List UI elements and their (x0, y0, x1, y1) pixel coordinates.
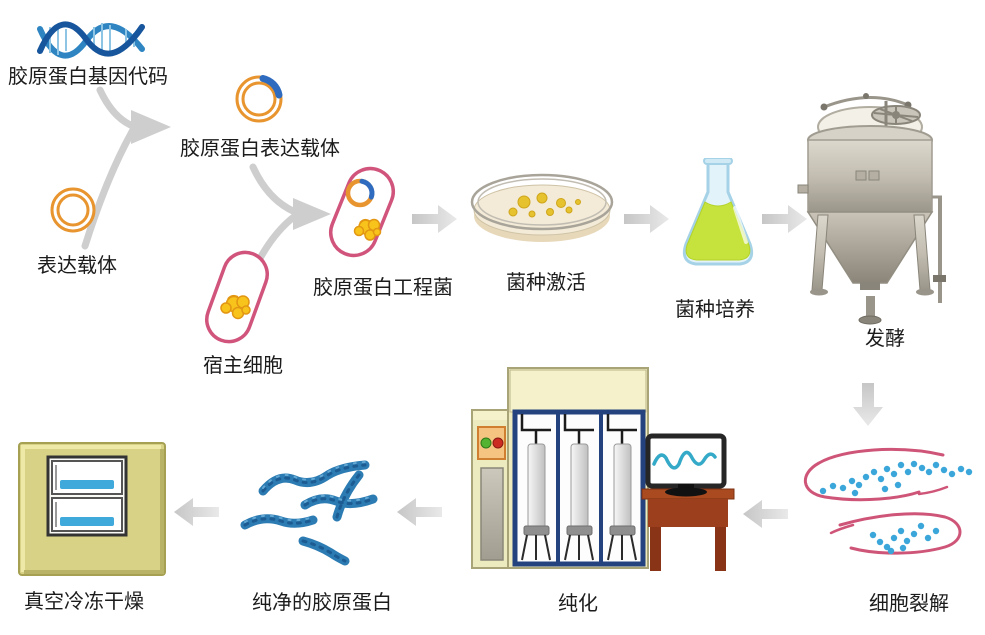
gene-label: 胶原蛋白基因代码 (8, 66, 168, 88)
monitor-icon (645, 433, 727, 497)
engineered-bacteria-label: 胶原蛋白工程菌 (313, 277, 453, 299)
freeze-drying-label: 真空冷冻干燥 (24, 591, 144, 613)
host-cell-label: 宿主细胞 (203, 355, 283, 377)
arrow-right-icon (624, 205, 669, 233)
arrow-left-icon (174, 498, 219, 526)
arrow-left-icon (397, 498, 442, 526)
flask-icon (682, 158, 754, 266)
freeze-dryer-icon (18, 442, 166, 576)
purification-system-icon (471, 367, 735, 571)
expression-vector-label: 胶原蛋白表达载体 (180, 138, 340, 160)
cell-lysis-icon (803, 448, 973, 555)
plasmid-with-insert-icon (235, 75, 283, 123)
purification-label: 纯化 (558, 593, 598, 615)
fermentation-label: 发酵 (865, 328, 905, 350)
cell-lysis-label: 细胞裂解 (869, 593, 949, 615)
vector-label: 表达载体 (37, 255, 117, 277)
dna-helix-icon (37, 21, 145, 59)
pure-collagen-label: 纯净的胶原蛋白 (252, 592, 392, 614)
petri-dish-icon (470, 173, 614, 242)
arrow-right-icon (412, 205, 457, 233)
merge-arrow-icon (81, 86, 171, 250)
host-cell-icon (205, 250, 269, 344)
green-button-icon (480, 437, 492, 449)
strain-activation-label: 菌种激活 (506, 272, 586, 294)
dryer-tray (51, 497, 123, 532)
arrow-right-icon (762, 205, 807, 233)
red-button-icon (492, 437, 504, 449)
collagen-strands-icon (240, 460, 378, 566)
dryer-tray (51, 460, 123, 495)
strain-culture-label: 菌种培养 (675, 299, 755, 321)
plasmid-icon (50, 187, 96, 233)
fermenter-tank-icon (797, 93, 946, 325)
arrow-left-icon (743, 500, 788, 528)
arrow-down-icon (853, 383, 883, 426)
engineered-bacterium-icon (329, 166, 395, 258)
